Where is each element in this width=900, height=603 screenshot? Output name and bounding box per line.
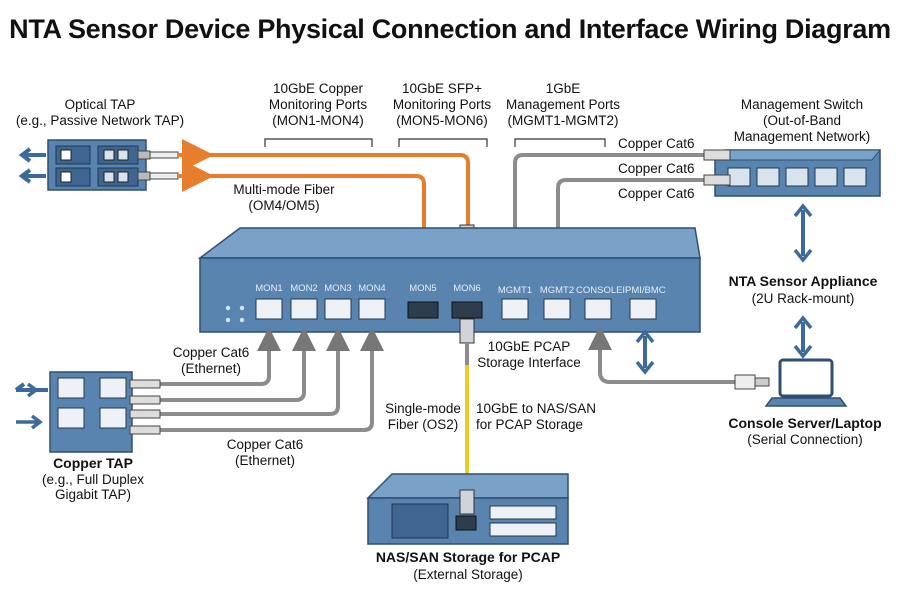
nas-storage [366,473,569,545]
port-label-mgmt1: MGMT1 [497,285,533,296]
fiber-connector-icon [149,172,179,180]
port-label-console: CONSOLE [576,285,623,296]
mgmt-cable-label-1: Copper Cat6 [618,136,695,151]
console-cable [598,340,735,384]
mgmt1-cable [513,153,706,262]
copper-cable-mon3 [160,338,340,416]
multimode-fiber-label: Multi-mode Fiber(OM4/OM5) [233,182,335,213]
copper-cable-label-bottom: Copper Cat6(Ethernet) [226,437,304,468]
copper-cable-mon1 [160,338,271,386]
copper-mon-bracket [264,138,373,147]
optical-tap-arrow-out-2 [18,168,46,184]
port-label-mon3: MON3 [324,283,352,294]
rj45-plug-icon [703,174,731,186]
rj45-plug-icon [129,379,161,389]
rj45-plug-icon [129,395,161,405]
fiber-connector-icon [137,150,151,160]
rj45-plug-icon [129,409,161,419]
copper-tap-arrow-in-2 [16,414,43,430]
management-switch [713,149,882,197]
fiber-connector-icon [459,489,475,515]
copper-cable-mon4 [160,338,374,432]
nta-sensor-appliance [197,227,701,333]
usb-plug-icon [734,374,756,390]
fiber-cable-mon6 [178,153,470,228]
copper-cable-mon2 [160,338,306,402]
fiber-connector-icon [149,151,179,159]
mgmt-bracket [514,138,606,147]
console-device-desc: (Serial Connection) [747,432,863,447]
sfp-mon-bracket [398,138,488,147]
copper-tap-label: Copper TAP (e.g., Full Duplex Gigabit TA… [41,455,145,503]
fiber-cable-mon5 [178,174,426,250]
port-label-mon5: MON5 [409,283,437,294]
appliance-form: (2U Rack-mount) [751,291,855,306]
fiber-connector-icon [459,318,475,344]
port-label-mon2: MON2 [290,283,318,294]
page-title: NTA Sensor Device Physical Connection an… [9,14,891,44]
rj45-plug-icon [129,425,161,435]
port-label-mon1: MON1 [255,283,283,294]
optical-tap-label: Optical TAP(e.g., Passive Network TAP) [15,97,185,128]
mgmt-cable-label-2: Copper Cat6 [618,161,695,176]
nas-name: NAS/SAN Storage for PCAP [375,549,561,565]
rj45-plug-icon [703,149,731,161]
sfp-mon-group-label: 10GbE SFP+Monitoring Ports(MON5-MON6) [392,81,492,128]
port-label-mon6: MON6 [453,283,481,294]
copper-cable-label-top: Copper Cat6(Ethernet) [172,345,250,376]
port-label-mgmt2: MGMT2 [539,285,575,296]
mgmt2-cable [556,178,706,262]
appliance-name: NTA Sensor Appliance [728,273,878,289]
copper-tap [49,371,133,453]
console-device-name: Console Server/Laptop [728,415,882,431]
mgmt-cable-label-3: Copper Cat6 [618,186,695,201]
port-label-ipmi: IPMI/BMC [622,285,666,296]
nas-desc: (External Storage) [413,567,523,582]
fiber-connector-icon [137,171,151,181]
laptop-icon [764,358,848,407]
port-label-mon4: MON4 [358,283,386,294]
optical-tap-arrow-out-1 [18,147,46,163]
optical-tap [47,139,147,191]
